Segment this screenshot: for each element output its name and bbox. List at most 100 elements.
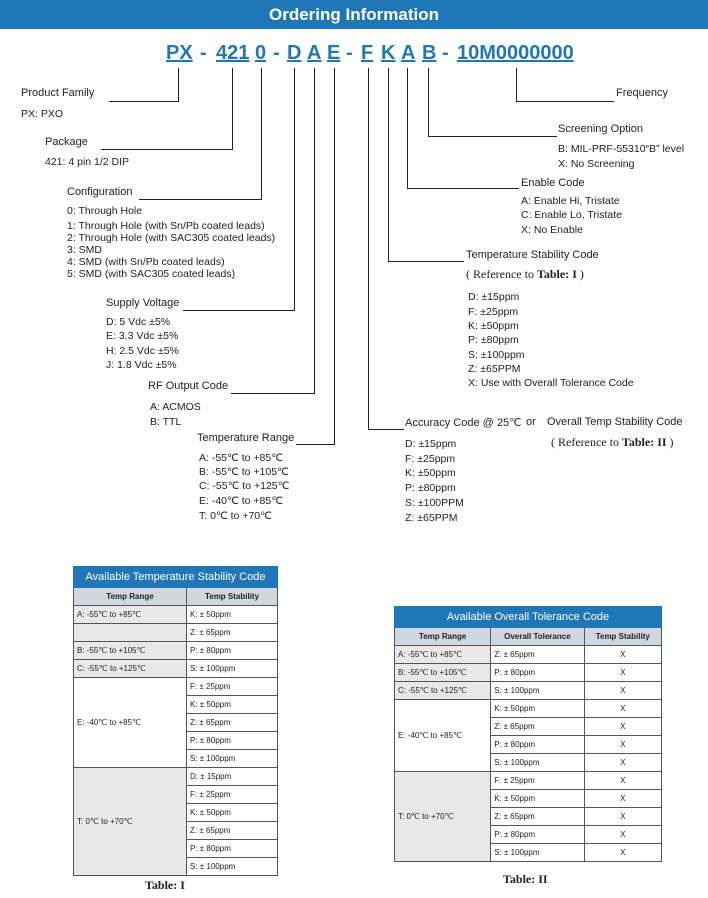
screening-item: B: MIL-PRF-55310“B” level [558,143,685,155]
table-cell: D: ± 15ppm [186,767,278,786]
pn-screening: B [422,42,437,64]
page-banner: Ordering Information [0,0,708,29]
accuracy-item: D: ±15ppm [405,438,457,450]
screening-item: X: No Screening [558,158,635,170]
accuracy-item: P: ±80ppm [405,482,456,494]
table-cell-range: C: -55℃ to +125℃ [393,681,492,700]
connector-line [294,68,295,311]
table-cell: F: ± 25ppm [186,677,278,696]
connector-line [178,68,179,102]
supply-voltage-item: E: 3.3 Vdc ±5% [106,330,179,342]
table-cell: S: ± 100ppm [490,681,585,700]
pn-config: 0 [255,42,267,64]
temp-stability-item: F: ±25ppm [468,306,519,318]
table-cell-range: B: -55℃ to +105℃ [73,641,187,660]
table-cell: X [583,825,663,844]
enable-item: C: Enable Lo, Tristate [521,209,622,221]
table-cell: X [583,681,663,700]
temp-stability-reference: ( Reference to Table: I ) [466,267,584,281]
table-cell: X [583,771,663,790]
pn-dash: - [273,42,280,64]
supply-voltage-item: D: 5 Vdc ±5% [106,316,171,328]
connector-line [109,101,179,102]
connector-line [388,261,464,262]
enable-item: X: No Enable [521,224,583,236]
table-cell: X [583,717,663,736]
table-cell-range: C: -55℃ to +125℃ [73,659,187,678]
configuration-item: 1: Through Hole (with Sn/Pb coated leads… [67,220,265,232]
table-cell-range: B: -55℃ to +105℃ [393,663,492,682]
table-cell: Z: ± 65ppm [186,623,278,642]
temperature-range-item: C: -55℃ to +125℃ [199,480,290,492]
table-caption: Table: I [145,878,185,892]
table-cell-range: T: 0℃ to +70℃ [73,767,187,876]
supply-voltage-item: J: 1.8 Vdc ±5% [106,359,177,371]
temperature-range-title: Temperature Range [197,432,295,444]
configuration-item: 3: SMD [67,244,103,256]
accuracy-title: Accuracy Code @ 25℃ [405,417,522,429]
table-cell: P: ± 80ppm [490,663,585,682]
connector-line [368,429,404,430]
accuracy-item: F: ±25ppm [405,453,456,465]
pn-frequency: 10M0000000 [457,42,574,64]
table-cell: S: ± 100ppm [490,753,585,772]
connector-line [314,68,315,394]
temp-stability-item: S: ±100ppm [468,349,525,361]
column-header: Temp Stability [186,587,278,606]
rf-output-item: A: ACMOS [150,401,201,413]
column-header: Temp Range [73,587,187,606]
table-cell: P: ± 80ppm [490,735,585,754]
configuration-title: Configuration [67,186,133,198]
temperature-range-item: A: -55℃ to +85℃ [199,452,283,464]
temperature-range-item: T: 0℃ to +70℃ [199,510,272,522]
temperature-range-item: B: -55℃ to +105℃ [199,466,289,478]
table-cell: P: ± 80ppm [186,839,278,858]
table-cell: S: ± 100ppm [490,843,585,862]
table-cell: S: ± 100ppm [186,659,278,678]
screening-title: Screening Option [558,123,643,135]
connector-line [428,136,557,137]
table-cell: X [583,663,663,682]
connector-line [183,310,295,311]
pn-package: 421 [216,42,250,64]
overall-tolerance-table: Available Overall Tolerance Code Temp Ra… [393,606,663,862]
connector-line [334,68,335,445]
table-cell: X [583,699,663,718]
column-header: Temp Stability [583,627,663,646]
configuration-item: 2: Through Hole (with SAC305 coated lead… [67,232,276,244]
pn-dash: - [200,42,207,64]
connector-line [516,68,517,102]
table-cell: K: ± 50ppm [490,699,585,718]
table-cell: X [583,843,663,862]
connector-line [428,68,429,137]
table-cell: X [583,789,663,808]
table-cell: S: ± 100ppm [186,749,278,768]
connector-line [407,188,519,189]
connector-line [231,393,315,394]
pn-enable: A [401,42,416,64]
pn-output: A [307,42,322,64]
table-cell: X [583,645,663,664]
pn-dash: - [442,42,449,64]
pn-family: PX [166,42,193,64]
table-cell: Z: ± 65ppm [186,821,278,840]
supply-voltage-item: H: 2.5 Vdc ±5% [106,345,179,357]
column-header: Overall Tolerance [490,627,585,646]
temp-stability-item: D: ±15ppm [468,291,520,303]
configuration-item: 5: SMD (with SAC305 coated leads) [67,268,236,280]
connector-line [516,101,614,102]
temp-stability-item: Z: ±65PPM [468,363,521,375]
package-title: Package [45,136,88,148]
table-cell: Z: ± 65ppm [490,645,585,664]
table-header: Available Overall Tolerance Code [394,606,662,628]
table-cell: F: ± 25ppm [186,785,278,804]
table-cell: F: ± 25ppm [490,771,585,790]
table-cell: Z: ± 65ppm [490,717,585,736]
temp-stability-item: P: ±80ppm [468,334,519,346]
table-cell: Z: ± 65ppm [186,713,278,732]
connector-line [101,149,233,150]
table-cell-range: A: -55℃ to +85℃ [73,605,187,624]
accuracy-item: S: ±100PPM [405,497,464,509]
configuration-item: 4: SMD (with Sn/Pb coated leads) [67,256,225,268]
table-cell: X [583,753,663,772]
